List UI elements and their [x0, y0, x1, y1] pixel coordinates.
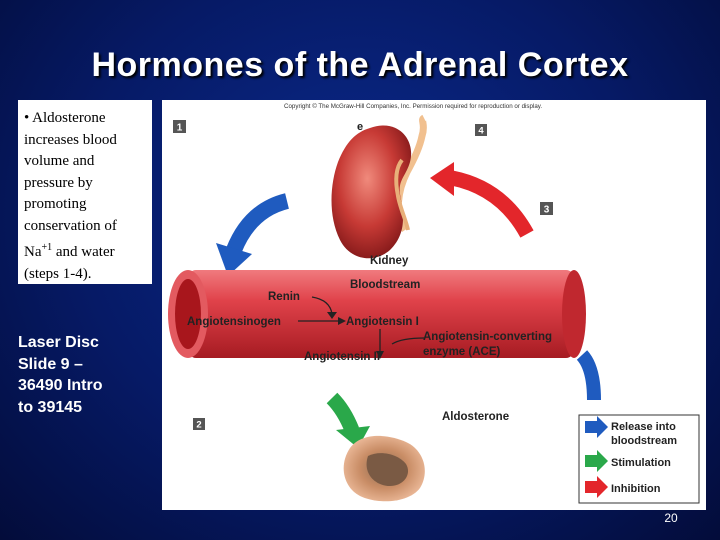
svg-text:1: 1: [177, 123, 183, 134]
renin-angiotensin-diagram: Copyright © The McGraw-Hill Companies, I…: [168, 103, 700, 504]
sodium-charge: +1: [41, 242, 53, 253]
adrenal-gland-illustration: [343, 435, 425, 502]
svg-text:2: 2: [196, 420, 201, 431]
green-stimulation-arrowhead: [336, 426, 370, 448]
step-badge-4: 4: [475, 124, 487, 137]
slide-title: Hormones of the Adrenal Cortex: [91, 46, 629, 84]
ace-label-line-1: Angiotensin-converting: [423, 331, 552, 343]
text-line: volume and: [24, 153, 95, 169]
legend-item-inhibition: Inhibition: [585, 476, 661, 498]
svg-text:Stimulation: Stimulation: [611, 457, 671, 469]
laser-disc-note: Laser Disc Slide 9 – 36490 Intro to 3914…: [18, 332, 158, 418]
text-line: increases blood: [24, 131, 117, 148]
text-line-sodium: Na+1 and water: [24, 237, 148, 264]
ace-label-line-2: enzyme (ACE): [423, 346, 500, 358]
red-inhibition-arrow: [450, 170, 534, 238]
text-line: conservation of: [24, 217, 117, 234]
blue-release-arrow: [226, 193, 290, 254]
legend-green-arrow-icon: [585, 450, 608, 472]
aldosterone-label: Aldosterone: [442, 411, 509, 423]
text-line: (steps 1-4).: [24, 265, 92, 282]
note-line: to 39145: [18, 398, 83, 416]
note-line: 36490 Intro: [18, 377, 103, 394]
svg-text:Release into: Release into: [611, 421, 676, 433]
renin-label: Renin: [268, 291, 300, 303]
svg-text:Inhibition: Inhibition: [611, 483, 661, 495]
legend-red-arrow-icon: [585, 476, 608, 498]
aldosterone-text-box: • Aldosterone increases blood volume and…: [18, 100, 152, 284]
text-line: pressure by: [24, 174, 93, 191]
step-badge-3: 3: [540, 202, 553, 216]
angiotensinogen-label: Angiotensinogen: [187, 316, 281, 328]
red-inhibition-arrowhead: [430, 162, 454, 196]
angiotensin-2-label: Angiotensin II: [304, 351, 380, 363]
legend-item-release: Release into bloodstream: [585, 416, 677, 447]
step-badge-1: 1: [173, 120, 186, 134]
page-number: 20: [664, 511, 678, 525]
svg-text:bloodstream: bloodstream: [611, 435, 677, 447]
blue-aldosterone-arrow: [576, 350, 601, 401]
note-line: Slide 9 –: [18, 355, 83, 373]
copyright-text: Copyright © The McGraw-Hill Companies, I…: [284, 103, 542, 110]
kidney-illustration: [331, 114, 427, 259]
svg-text:3: 3: [544, 205, 550, 216]
svg-text:4: 4: [478, 126, 484, 137]
angiotensin-1-label: Angiotensin I: [346, 316, 419, 328]
sodium-suffix: and water: [52, 244, 115, 260]
legend-blue-arrow-icon: [585, 416, 608, 438]
top-letter: e: [357, 121, 363, 133]
text-line: • Aldosterone: [24, 110, 106, 126]
blue-release-arrowhead: [216, 243, 252, 276]
note-line: Laser Disc: [18, 334, 99, 351]
legend: Release into bloodstream Stimulation Inh…: [578, 414, 700, 504]
kidney-label: Kidney: [370, 255, 409, 267]
legend-item-stimulation: Stimulation: [585, 450, 671, 472]
blood-vessel: [168, 270, 586, 358]
step-badge-2: 2: [193, 418, 205, 431]
green-stimulation-arrow: [326, 392, 359, 433]
figure-panel: Copyright © The McGraw-Hill Companies, I…: [162, 100, 706, 510]
text-line: promoting: [24, 196, 87, 212]
bloodstream-label: Bloodstream: [350, 279, 420, 291]
sodium-symbol: Na: [24, 244, 42, 260]
